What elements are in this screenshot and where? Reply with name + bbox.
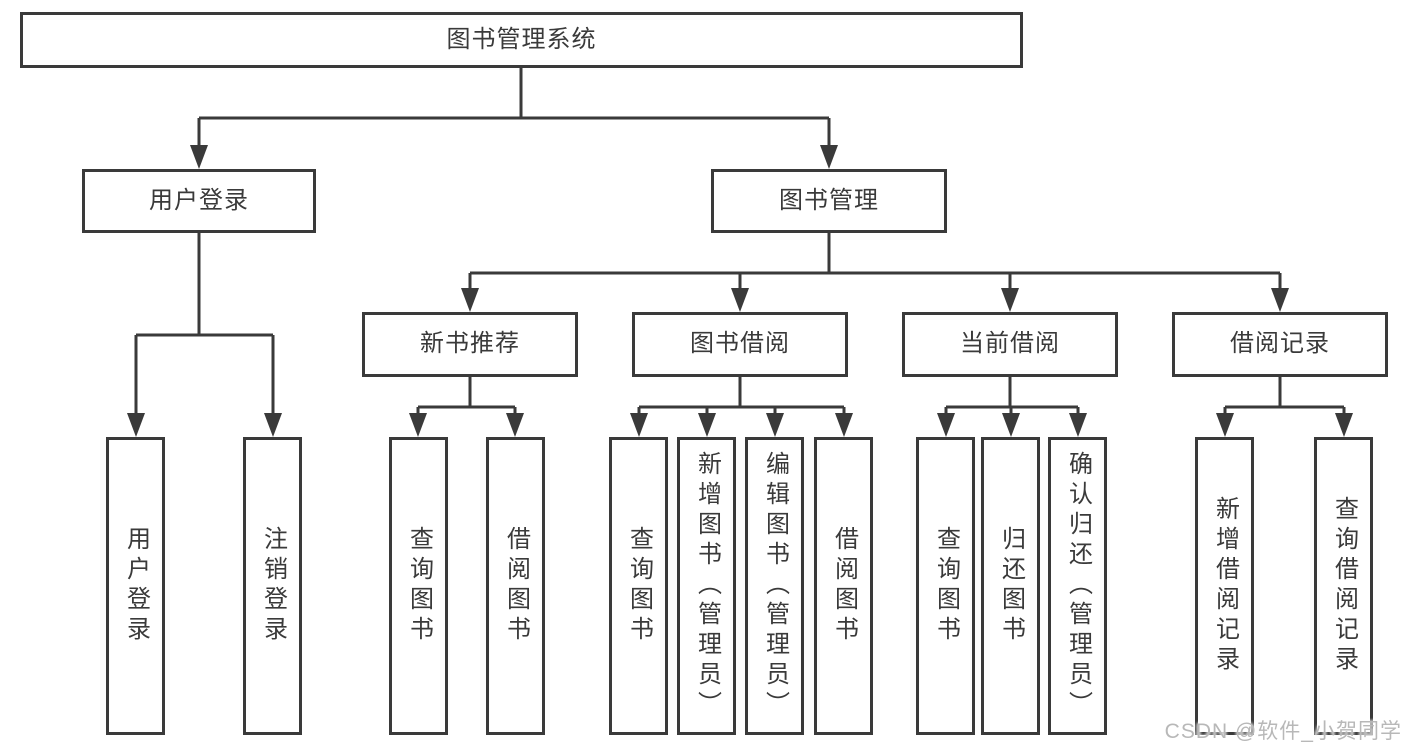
arrowhead bbox=[1335, 413, 1353, 437]
leaf-current-query-book: 查询图书 bbox=[916, 437, 975, 735]
connector-book-borrow bbox=[637, 377, 846, 414]
arrowhead bbox=[1002, 413, 1020, 437]
node-root: 图书管理系统 bbox=[20, 12, 1023, 68]
connector-book-management bbox=[468, 233, 1282, 289]
node-new-book-recommend-label: 新书推荐 bbox=[420, 330, 520, 358]
node-root-label: 图书管理系统 bbox=[446, 25, 597, 53]
leaf-logout-label: 注销登录 bbox=[259, 526, 287, 646]
leaf-borrow-borrow-book: 借阅图书 bbox=[814, 437, 873, 735]
leaf-current-return-book: 归还图书 bbox=[981, 437, 1040, 735]
leaf-current-confirm-return-admin-label: 确认归还（管理员） bbox=[1064, 451, 1092, 721]
node-book-borrow: 图书借阅 bbox=[632, 312, 848, 377]
node-book-management-label: 图书管理 bbox=[779, 186, 879, 214]
arrowhead bbox=[731, 288, 749, 312]
arrowhead bbox=[937, 413, 955, 437]
leaf-record-add-record: 新增借阅记录 bbox=[1195, 437, 1254, 735]
node-borrow-record: 借阅记录 bbox=[1172, 312, 1388, 377]
arrowhead bbox=[264, 413, 282, 437]
leaf-recommend-borrow-book-label: 借阅图书 bbox=[502, 526, 530, 646]
node-book-management: 图书管理 bbox=[711, 169, 947, 233]
leaf-record-add-record-label: 新增借阅记录 bbox=[1211, 496, 1239, 676]
leaf-recommend-borrow-book: 借阅图书 bbox=[486, 437, 545, 735]
arrowhead bbox=[1069, 413, 1087, 437]
arrowhead bbox=[1271, 288, 1289, 312]
leaf-borrow-add-book-admin: 新增图书（管理员） bbox=[677, 437, 736, 735]
leaf-current-query-book-label: 查询图书 bbox=[932, 526, 960, 646]
arrowhead bbox=[127, 413, 145, 437]
arrowhead bbox=[820, 145, 838, 169]
leaf-current-confirm-return-admin: 确认归还（管理员） bbox=[1048, 437, 1107, 735]
node-user-login: 用户登录 bbox=[82, 169, 316, 233]
connector-borrow-record bbox=[1223, 377, 1346, 414]
node-book-borrow-label: 图书借阅 bbox=[690, 330, 790, 358]
leaf-borrow-add-book-admin-label: 新增图书（管理员） bbox=[693, 451, 721, 721]
arrowhead bbox=[698, 413, 716, 437]
arrowhead bbox=[409, 413, 427, 437]
arrowhead bbox=[835, 413, 853, 437]
connector-new-book-recommend bbox=[416, 377, 517, 414]
leaf-recommend-query-book: 查询图书 bbox=[389, 437, 448, 735]
node-current-borrow-label: 当前借阅 bbox=[960, 330, 1060, 358]
arrowhead bbox=[630, 413, 648, 437]
arrowhead bbox=[190, 145, 208, 169]
arrowhead bbox=[506, 413, 524, 437]
leaf-borrow-borrow-book-label: 借阅图书 bbox=[830, 526, 858, 646]
arrowhead bbox=[766, 413, 784, 437]
connector-root bbox=[197, 68, 831, 146]
leaf-borrow-edit-book-admin: 编辑图书（管理员） bbox=[745, 437, 804, 735]
leaf-borrow-query-book: 查询图书 bbox=[609, 437, 668, 735]
connector-user-login bbox=[134, 233, 275, 414]
connector-current-borrow bbox=[944, 377, 1080, 414]
node-user-login-label: 用户登录 bbox=[149, 186, 249, 214]
arrowhead bbox=[461, 288, 479, 312]
arrowhead bbox=[1216, 413, 1234, 437]
leaf-user-login-label: 用户登录 bbox=[122, 526, 150, 646]
leaf-current-return-book-label: 归还图书 bbox=[997, 526, 1025, 646]
leaf-record-query-record-label: 查询借阅记录 bbox=[1330, 496, 1358, 676]
node-current-borrow: 当前借阅 bbox=[902, 312, 1118, 377]
leaf-record-query-record: 查询借阅记录 bbox=[1314, 437, 1373, 735]
leaf-borrow-query-book-label: 查询图书 bbox=[625, 526, 653, 646]
leaf-borrow-edit-book-admin-label: 编辑图书（管理员） bbox=[761, 451, 789, 721]
leaf-user-login: 用户登录 bbox=[106, 437, 165, 735]
leaf-recommend-query-book-label: 查询图书 bbox=[405, 526, 433, 646]
node-new-book-recommend: 新书推荐 bbox=[362, 312, 578, 377]
arrowhead bbox=[1001, 288, 1019, 312]
leaf-logout: 注销登录 bbox=[243, 437, 302, 735]
node-borrow-record-label: 借阅记录 bbox=[1230, 330, 1330, 358]
